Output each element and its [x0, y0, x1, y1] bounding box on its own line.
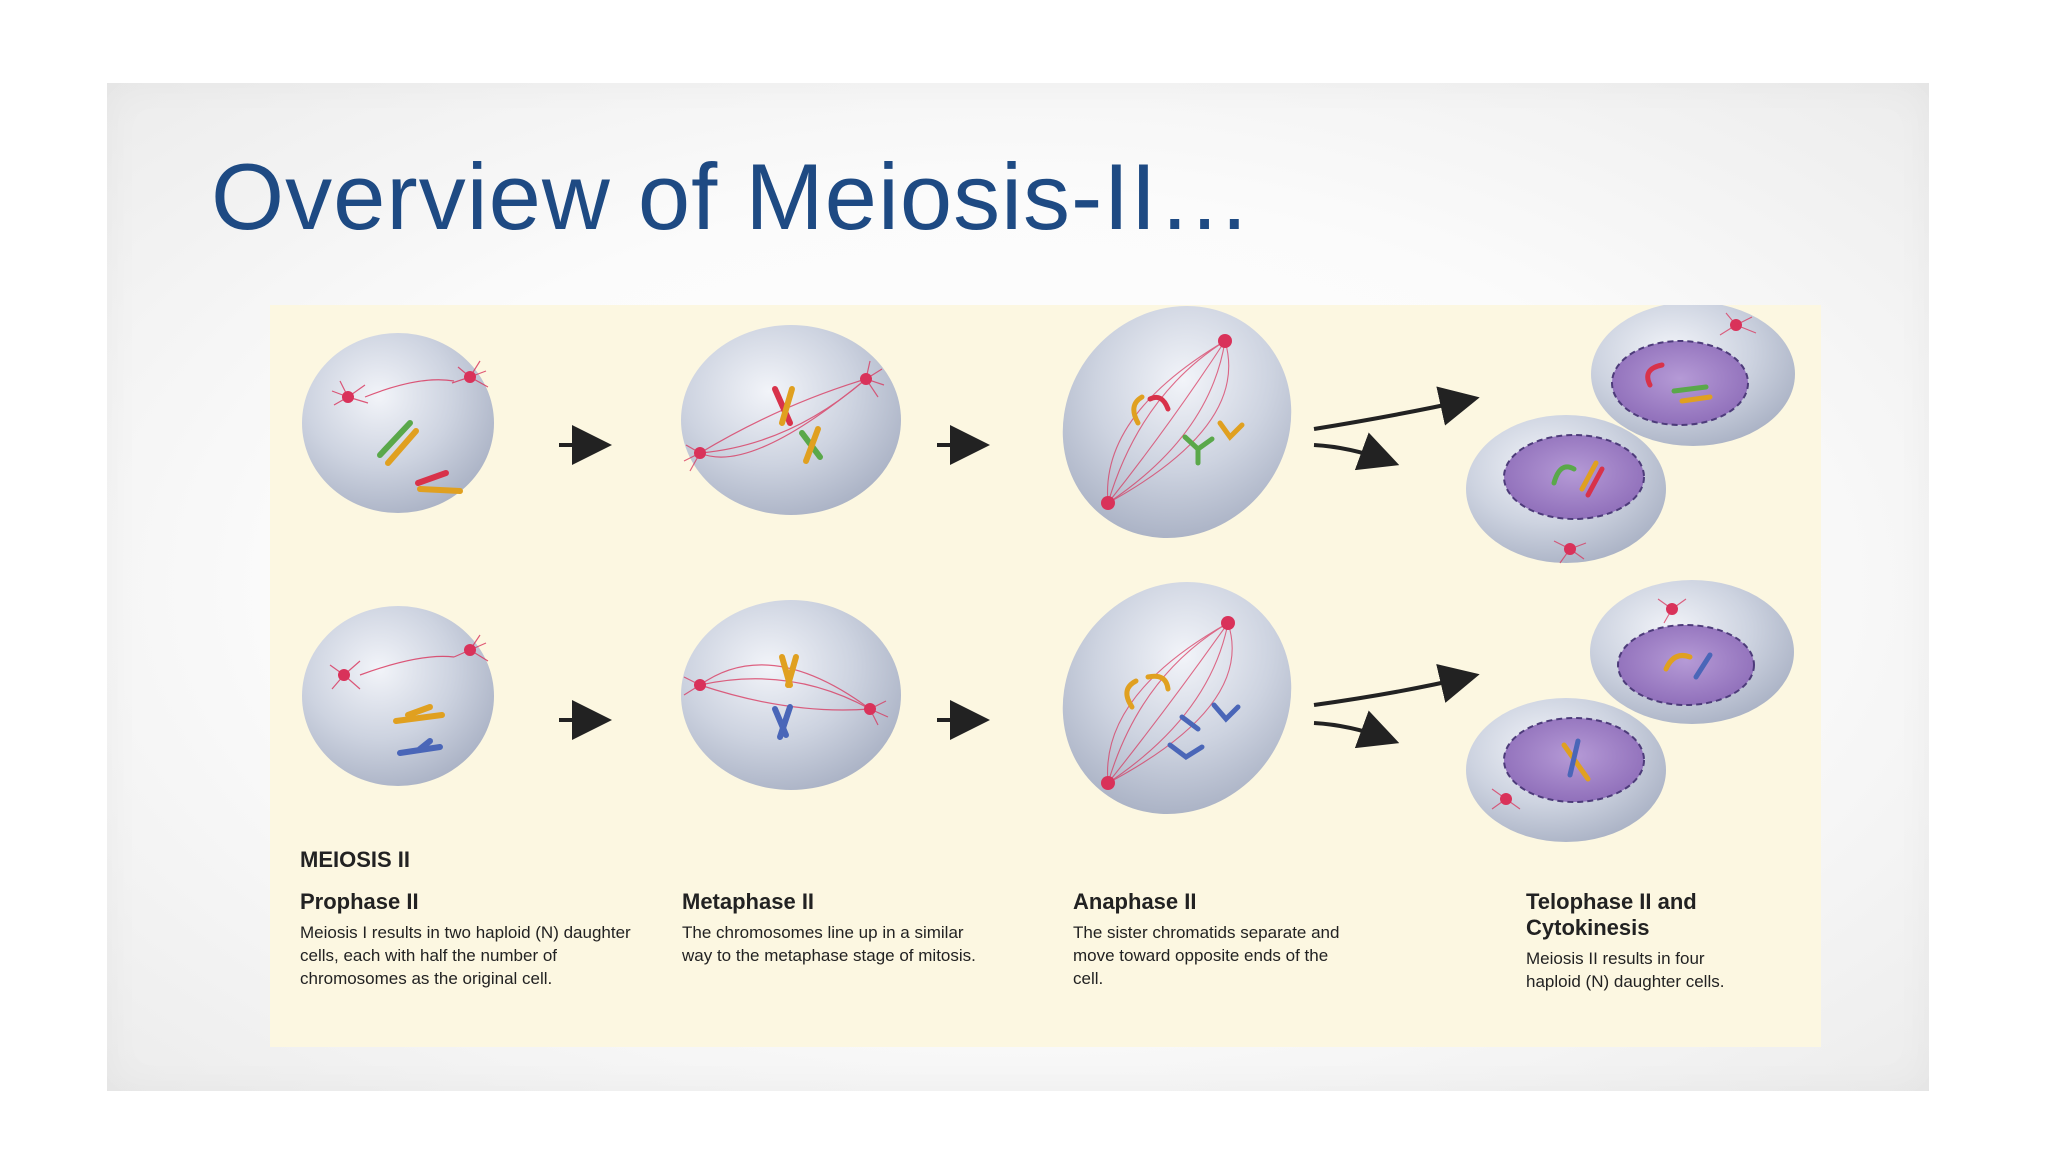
stage-name-anaphase: Anaphase II	[1073, 889, 1197, 914]
stage-name-metaphase: Metaphase II	[682, 889, 815, 914]
arrows-row-top	[559, 386, 1480, 471]
telophase-cell-4	[1466, 698, 1666, 842]
stage-desc-anaphase: The sister chromatids separate and move …	[1073, 923, 1340, 988]
anaphase-cell-bottom	[1062, 582, 1292, 814]
stage-name-prophase: Prophase II	[300, 889, 419, 914]
telophase-cell-3	[1590, 580, 1794, 724]
stage-desc-metaphase: The chromosomes line up in a similar way…	[682, 923, 976, 965]
meiosis-diagram-panel: MEIOSIS II Prophase II Meiosis I results…	[270, 305, 1821, 1047]
anaphase-cell-top	[1062, 306, 1292, 538]
stage-desc-telophase: Meiosis II results in four haploid (N) d…	[1526, 949, 1725, 991]
slide: Overview of Meiosis-II…	[107, 83, 1929, 1091]
page-title: Overview of Meiosis-II…	[211, 144, 1253, 249]
telophase-cell-1	[1591, 305, 1795, 446]
prophase-cell-top	[302, 333, 494, 513]
stage-desc-prophase: Meiosis I results in two haploid (N) dau…	[300, 923, 631, 988]
prophase-cell-bottom	[302, 606, 494, 786]
arrows-row-bottom	[559, 663, 1480, 749]
stage-name-telophase: Telophase II and Cytokinesis	[1526, 889, 1697, 940]
meiosis-diagram	[302, 305, 1795, 842]
section-label: MEIOSIS II	[300, 847, 411, 872]
telophase-cell-2	[1466, 415, 1666, 564]
metaphase-cell-top	[681, 325, 901, 515]
metaphase-cell-bottom	[681, 600, 901, 790]
